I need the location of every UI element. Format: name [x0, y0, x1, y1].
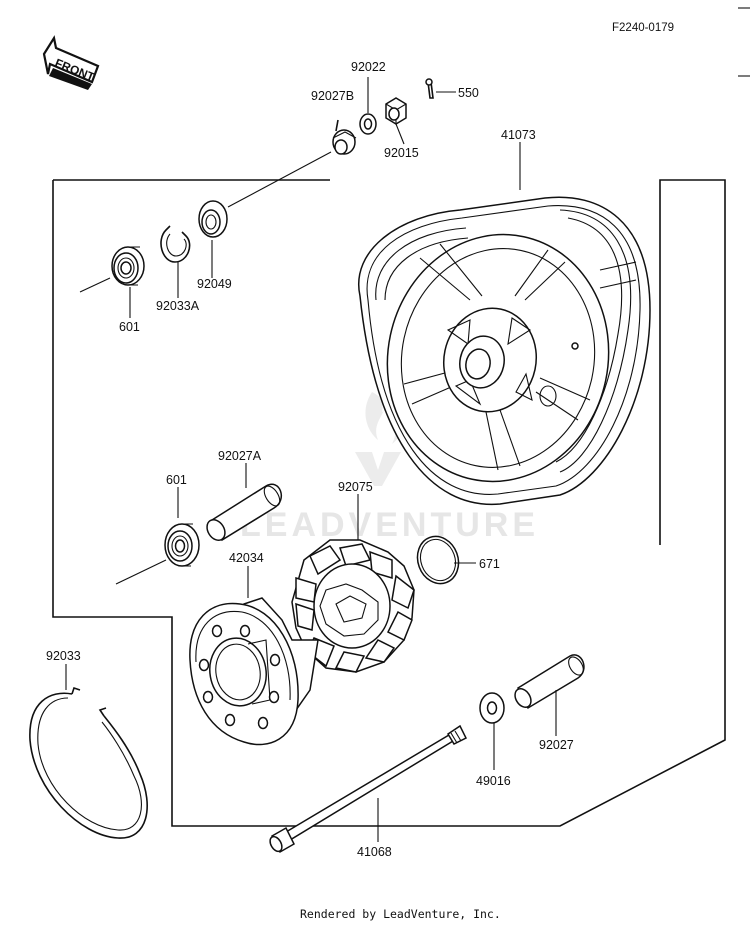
spacer-92027: [514, 654, 585, 736]
footer-credit: Rendered by LeadVenture, Inc.: [300, 907, 501, 921]
washer-92022: [359, 77, 377, 135]
o-ring-671: [416, 535, 476, 585]
watermark-logo: LEADVENTURE: [240, 392, 539, 544]
part-label-671: 671: [479, 557, 500, 571]
part-label-41073: 41073: [501, 128, 536, 142]
rear-wheel-41073: [357, 142, 651, 506]
circlip-92033: [29, 664, 148, 839]
part-label-92027A: 92027A: [218, 449, 262, 463]
part-label-92027: 92027: [539, 738, 574, 752]
diagram-code: F2240-0179: [612, 22, 674, 34]
oil-seal-92049: [198, 200, 228, 278]
part-label-92075: 92075: [338, 480, 373, 494]
part-label-601-mid: 601: [166, 473, 187, 487]
part-label-550: 550: [458, 86, 479, 100]
part-label-92027B: 92027B: [311, 89, 354, 103]
cotter-pin-550: [425, 78, 456, 99]
front-arrow-icon: FRONT: [42, 35, 100, 90]
part-label-92015: 92015: [384, 146, 419, 160]
spacer-92027A: [206, 463, 283, 542]
part-label-92033: 92033: [46, 649, 81, 663]
coupling-42034: [189, 566, 319, 746]
nut-92015: [385, 97, 407, 145]
part-label-92049: 92049: [197, 277, 232, 291]
bearing-601-mid: [115, 487, 200, 585]
axle-41068: [269, 724, 468, 854]
part-label-92033A: 92033A: [156, 299, 200, 313]
watermark-text: LEADVENTURE: [240, 506, 539, 544]
part-label-42034: 42034: [229, 551, 264, 565]
part-label-601-top: 601: [119, 320, 140, 334]
part-label-92022: 92022: [351, 60, 386, 74]
assembly-outline: [52, 179, 726, 827]
washer-49016: [479, 692, 505, 770]
bearing-601-top: [79, 246, 145, 318]
collar-92027B: [332, 119, 357, 155]
part-label-49016: 49016: [476, 774, 511, 788]
circlip-92033A: [160, 225, 191, 298]
part-label-41068: 41068: [357, 845, 392, 859]
damper-92075: [291, 494, 415, 673]
